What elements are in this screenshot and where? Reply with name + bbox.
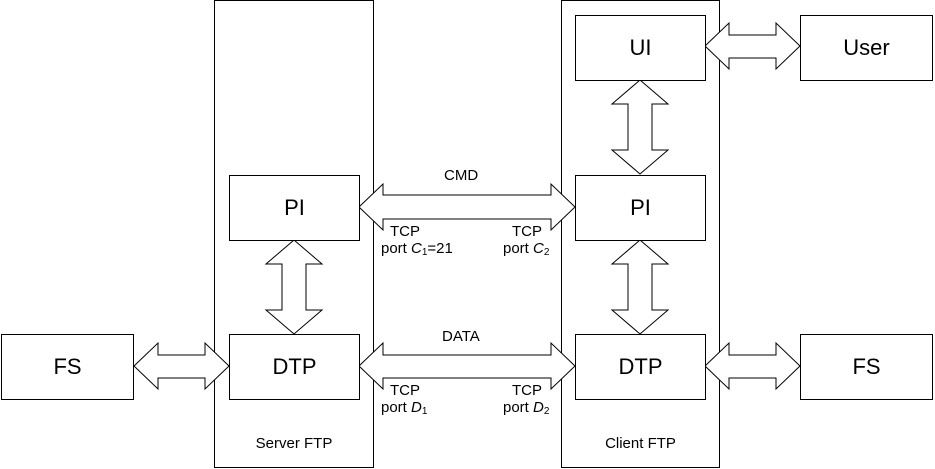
cmd-left-port-label: port C1=21 [381, 240, 453, 262]
server-ftp-label: Server FTP [255, 435, 333, 452]
server-dtp-box: DTP [229, 334, 360, 400]
client-ftp-label: Client FTP [605, 435, 676, 452]
data-right-tcp-label: TCP [512, 382, 542, 399]
data-left-port-label: port D1 [381, 399, 427, 421]
cmd-left-tcp-label: TCP [390, 223, 420, 240]
cmd-left-port-suffix: =21 [427, 240, 453, 257]
client-ui-pi-arrow [610, 79, 670, 175]
server-fs-box: FS [1, 334, 134, 400]
cmd-right-tcp-label: TCP [512, 223, 542, 240]
client-ui-box: UI [575, 15, 706, 81]
client-pi-box: PI [575, 175, 706, 241]
client-pi-dtp-arrow [610, 239, 670, 335]
data-left-port-sub: 1 [421, 406, 428, 417]
cmd-left-port-var: C [411, 240, 422, 257]
data-left-tcp-label: TCP [390, 382, 420, 399]
client-dtp-fs-arrow [704, 341, 801, 391]
cmd-left-port-sub: 1 [421, 247, 428, 258]
data-right-port-prefix: port [503, 399, 534, 416]
cmd-left-port-prefix: port [381, 240, 412, 257]
data-left-port-var: D [411, 399, 422, 416]
data-right-port-sub: 2 [543, 406, 550, 417]
cmd-right-port-var: C [533, 240, 544, 257]
user-box: User [800, 15, 933, 81]
ui-user-arrow [704, 21, 801, 71]
server-pi-dtp-arrow [264, 239, 324, 335]
cmd-right-port-label: port C2 [503, 240, 549, 262]
cmd-label: CMD [444, 167, 479, 184]
data-right-port-label: port D2 [503, 399, 549, 421]
server-pi-box: PI [229, 175, 360, 241]
data-label: DATA [442, 328, 480, 345]
server-fs-dtp-arrow [133, 341, 230, 391]
data-left-port-prefix: port [381, 399, 412, 416]
data-right-port-var: D [533, 399, 544, 416]
cmd-right-port-sub: 2 [543, 247, 550, 258]
client-dtp-box: DTP [575, 334, 706, 400]
client-fs-box: FS [800, 334, 933, 400]
cmd-right-port-prefix: port [503, 240, 534, 257]
